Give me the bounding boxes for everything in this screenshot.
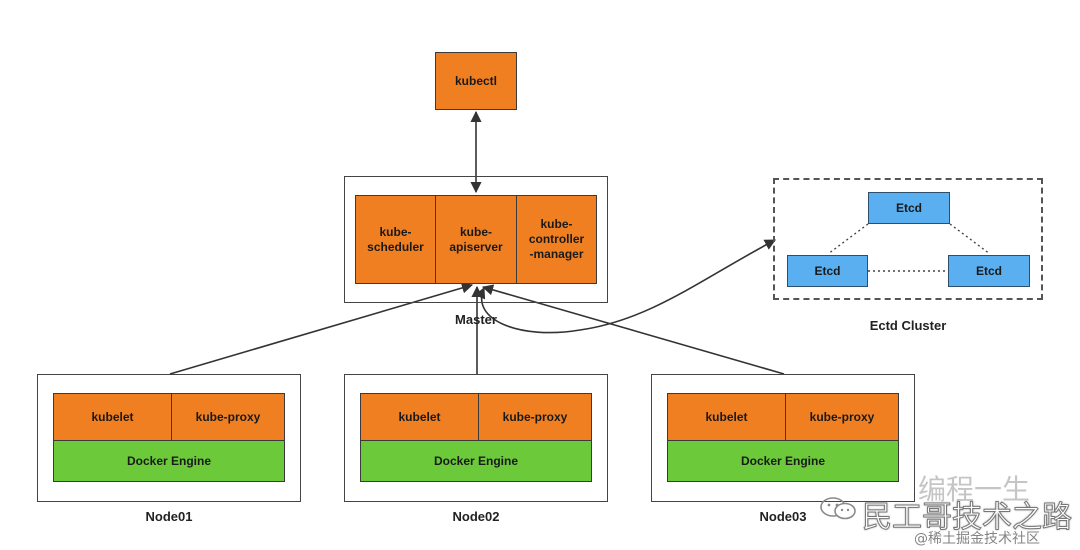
node02-docker-engine-box: Docker Engine (360, 440, 592, 482)
master-label: Master (455, 312, 497, 327)
kube-apiserver-box: kube- apiserver (435, 195, 517, 284)
kube-scheduler-box: kube- scheduler (355, 195, 436, 284)
apiserver-etcd-arrow (474, 239, 776, 334)
node01-label: Node01 (145, 509, 193, 524)
etcd-cluster-frame (773, 178, 1043, 300)
etcd-link-top-left (827, 223, 869, 255)
node02-frame (344, 374, 608, 502)
kube-controller-manager-box: kube- controller -manager (516, 195, 597, 284)
etcd-node-top: Etcd (868, 192, 950, 224)
wechat-icon (818, 496, 858, 520)
etcd-cluster-label: Ectd Cluster (869, 318, 947, 333)
watermark-line1: 编程一生 (918, 473, 1031, 506)
etcd-node-left: Etcd (787, 255, 868, 287)
node01-kube-proxy-box: kube-proxy (171, 393, 285, 441)
node03-frame (651, 374, 915, 502)
node03-label: Node03 (759, 509, 807, 524)
node01-kubelet-box: kubelet (53, 393, 172, 441)
node01-docker-engine-box: Docker Engine (53, 440, 285, 482)
etcd-node-right: Etcd (948, 255, 1030, 287)
node02-kubelet-box: kubelet (360, 393, 479, 441)
node03-apiserver-arrow (481, 284, 785, 375)
node03-docker-engine-box: Docker Engine (667, 440, 899, 482)
node03-kubelet-box: kubelet (667, 393, 786, 441)
etcd-link-top-right (949, 223, 991, 255)
node02-kube-proxy-box: kube-proxy (478, 393, 592, 441)
watermark-line3: @稀土掘金技术社区 (914, 531, 1040, 547)
master-frame (344, 176, 608, 303)
node03-kube-proxy-box: kube-proxy (785, 393, 899, 441)
node01-frame (37, 374, 301, 502)
node01-apiserver-arrow (169, 282, 474, 375)
watermark-line2: 民工哥技术之路 (862, 500, 1073, 536)
kubectl-box: kubectl (435, 52, 517, 110)
node02-label: Node02 (452, 509, 500, 524)
